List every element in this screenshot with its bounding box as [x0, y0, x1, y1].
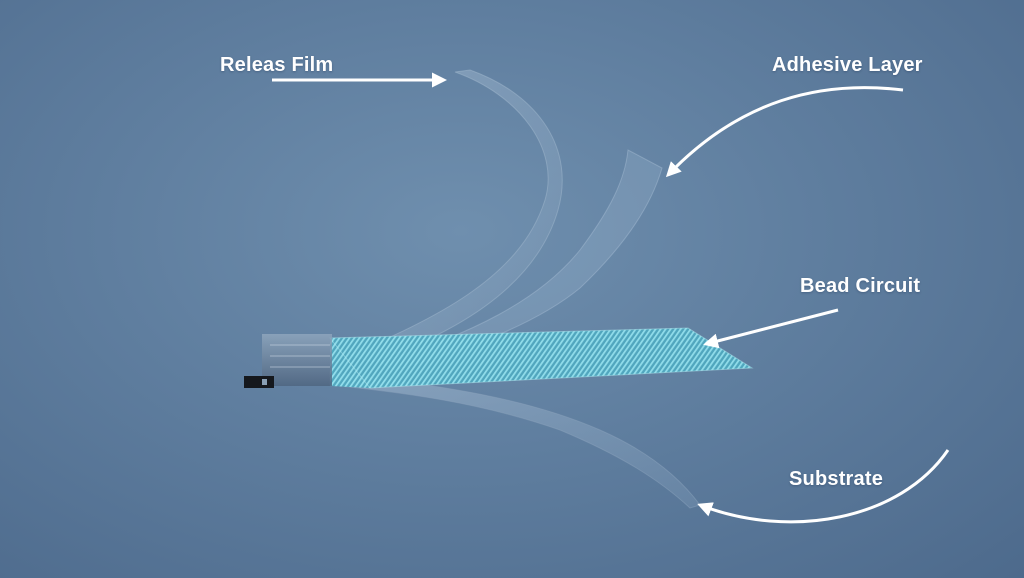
release-film-label: Releas Film [220, 54, 334, 76]
substrate-layer [329, 371, 701, 509]
release-film-layer [348, 69, 563, 363]
adhesive-layer-label: Adhesive Layer [772, 54, 923, 76]
adhesive-layer-arrow [665, 86, 904, 178]
bead-circuit-arrow [703, 308, 839, 349]
substrate-arrow [697, 449, 950, 524]
adhesive-layer [378, 149, 663, 371]
bead-circuit-traces [330, 328, 752, 388]
connector-block [244, 334, 332, 388]
substrate-label: Substrate [789, 468, 884, 490]
bead-circuit-label: Bead Circuit [800, 275, 921, 297]
